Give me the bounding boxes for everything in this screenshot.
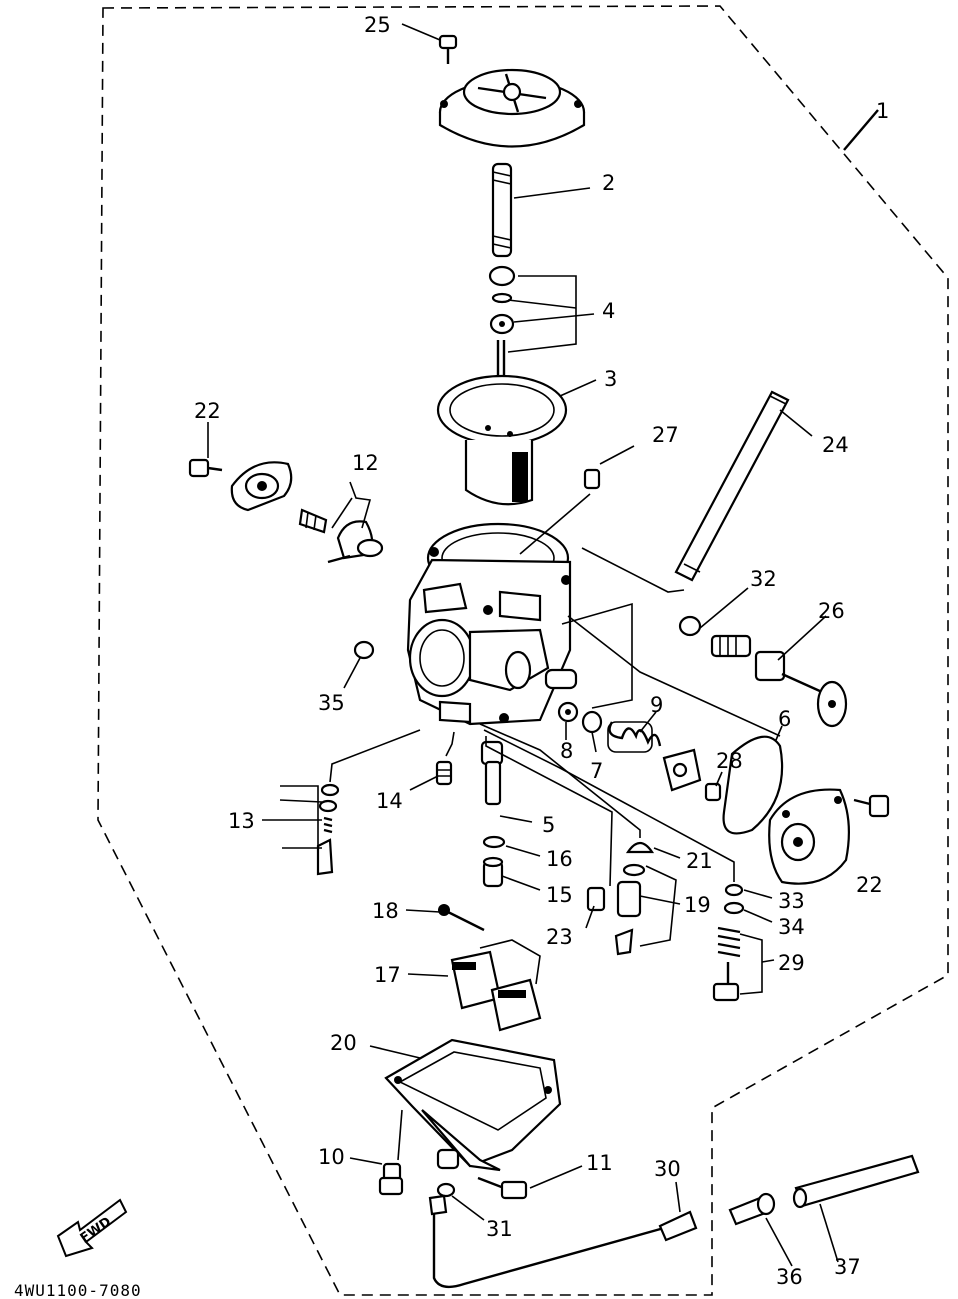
float-pin <box>438 904 485 932</box>
o-ring <box>678 615 702 637</box>
small-washer-33 <box>724 883 744 897</box>
left-cover <box>230 461 293 512</box>
callout-24: 24 <box>822 433 849 457</box>
pilot-screw-set <box>316 783 340 876</box>
callout-22-left: 22 <box>194 399 221 423</box>
left-cover-screw <box>188 458 223 478</box>
needle-jet-washer <box>482 835 506 849</box>
return-spring <box>607 721 662 753</box>
vent-tube <box>674 390 790 582</box>
callout-31: 31 <box>486 1217 513 1241</box>
callout-14: 14 <box>376 789 403 813</box>
drawing-code: 4WU1100-7080 <box>14 1281 142 1299</box>
needle-valve-set <box>614 863 646 956</box>
callout-30: 30 <box>654 1157 681 1181</box>
o-ring-small <box>581 710 603 734</box>
callout-13: 13 <box>228 809 255 833</box>
top-cover <box>438 68 586 148</box>
callout-16: 16 <box>546 847 573 871</box>
float <box>450 939 542 1032</box>
air-jet <box>583 468 601 490</box>
callout-36: 36 <box>776 1265 803 1289</box>
right-cover-screw <box>853 794 890 818</box>
callout-20: 20 <box>330 1031 357 1055</box>
cover-screw <box>438 34 458 64</box>
callout-6: 6 <box>778 707 791 731</box>
callout-11: 11 <box>586 1151 613 1175</box>
jet-needle-set <box>488 265 516 420</box>
callout-19: 19 <box>684 893 711 917</box>
callout-7: 7 <box>590 759 603 783</box>
callout-10: 10 <box>318 1145 345 1169</box>
callout-32: 32 <box>750 567 777 591</box>
gasket <box>722 735 784 835</box>
callout-29: 29 <box>778 951 805 975</box>
callout-8: 8 <box>560 739 573 763</box>
forward-arrow: FWD <box>56 1198 128 1258</box>
adjust-screw-set <box>712 926 741 1002</box>
diaphragm-piston <box>436 374 568 506</box>
callout-37: 37 <box>834 1255 861 1279</box>
drain-plug <box>378 1162 404 1196</box>
callout-33: 33 <box>778 889 805 913</box>
drain-hose <box>428 1194 698 1289</box>
fitting <box>728 1192 776 1226</box>
carburetor-body <box>406 522 578 726</box>
assembly-boundary <box>97 5 949 1296</box>
callout-18: 18 <box>372 899 399 923</box>
callout-23: 23 <box>546 925 573 949</box>
callout-12: 12 <box>352 451 379 475</box>
callout-28: 28 <box>716 749 743 773</box>
main-jet <box>435 760 453 786</box>
jet-holder <box>482 856 504 888</box>
callout-17: 17 <box>374 963 401 987</box>
callout-2: 2 <box>602 171 615 195</box>
callout-4: 4 <box>602 299 615 323</box>
leader-lines <box>207 23 879 1267</box>
washer <box>557 701 579 723</box>
needle-jet <box>480 740 504 806</box>
callout-27: 27 <box>652 423 679 447</box>
vent-hose <box>792 1154 920 1209</box>
callout-22-right: 22 <box>856 873 883 897</box>
callout-25: 25 <box>364 13 391 37</box>
callout-3: 3 <box>604 367 617 391</box>
callout-9: 9 <box>650 693 663 717</box>
callout-15: 15 <box>546 883 573 907</box>
spring <box>491 162 513 258</box>
callout-1: 1 <box>876 99 889 123</box>
hose-clip <box>436 1182 456 1198</box>
callout-labels: 1 2 3 4 5 6 7 8 9 10 11 12 13 14 15 16 1… <box>194 13 889 1289</box>
small-washer-34 <box>723 901 745 915</box>
throttle-stop-screw <box>710 634 848 728</box>
callout-35: 35 <box>318 691 345 715</box>
valve-seat-cap <box>625 841 655 854</box>
callout-26: 26 <box>818 599 845 623</box>
small-nut <box>353 640 375 660</box>
pump-diaphragm <box>298 508 384 564</box>
callout-34: 34 <box>778 915 805 939</box>
right-cover <box>768 788 850 885</box>
callout-5: 5 <box>542 813 555 837</box>
drain-screw <box>477 1176 528 1200</box>
lever-screw <box>662 748 722 802</box>
float-bowl <box>384 1038 562 1172</box>
callout-21: 21 <box>686 849 713 873</box>
pilot-jet <box>586 886 606 912</box>
